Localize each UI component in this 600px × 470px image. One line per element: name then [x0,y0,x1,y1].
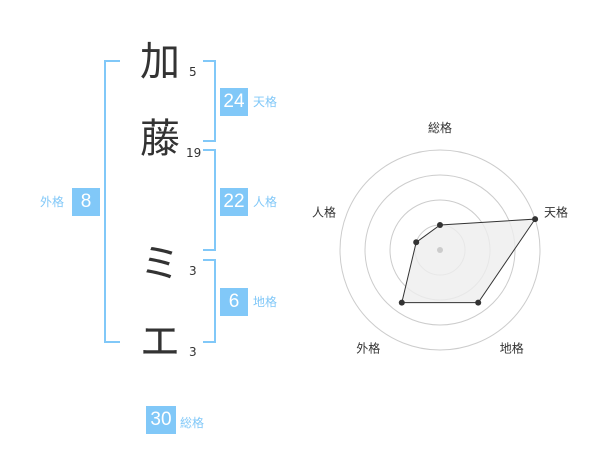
name-char-1: 加 [140,39,180,85]
chikaku-label: 地格 [253,295,278,309]
gaikaku-label: 外格 [40,195,65,209]
tenkaku-label: 天格 [253,95,278,109]
radar-point-3 [475,299,482,306]
name-char-3: ミ [140,241,180,287]
gaikaku-value: 8 [72,188,100,216]
radar-ring-4 [339,149,541,351]
radar-area [401,218,537,304]
radar-axis-label-5: 人格 [312,204,336,219]
radar-point-4 [398,299,405,306]
jinkaku-label: 人格 [253,195,278,209]
soukaku-label: 総格 [180,416,205,430]
soukaku-value: 30 [146,406,176,434]
radar-axis-label-1: 総格 [428,120,452,135]
jinkaku-value: 22 [220,188,248,216]
radar-center-dot [437,247,443,253]
stroke-count-4: 3 [189,345,197,359]
jinkaku-bracket [203,149,216,251]
radar-axis-label-4: 外格 [356,341,380,356]
stroke-count-3: 3 [189,264,197,278]
stroke-count-2: 19 [186,146,202,160]
chikaku-bracket [203,259,216,343]
tenkaku-bracket [203,60,216,142]
radar-point-1 [437,222,443,228]
stroke-count-1: 5 [189,65,197,79]
radar-axis-label-3: 地格 [500,341,524,356]
gaikaku-bracket [104,60,120,343]
tenkaku-value: 24 [220,88,248,116]
chikaku-value: 6 [220,288,248,316]
name-char-4: エ [140,319,180,365]
radar-ring-3 [364,174,516,326]
radar-point-5 [413,239,420,246]
name-char-2: 藤 [140,116,180,162]
radar-point-2 [532,216,539,223]
radar-axis-label-2: 天格 [544,204,568,219]
